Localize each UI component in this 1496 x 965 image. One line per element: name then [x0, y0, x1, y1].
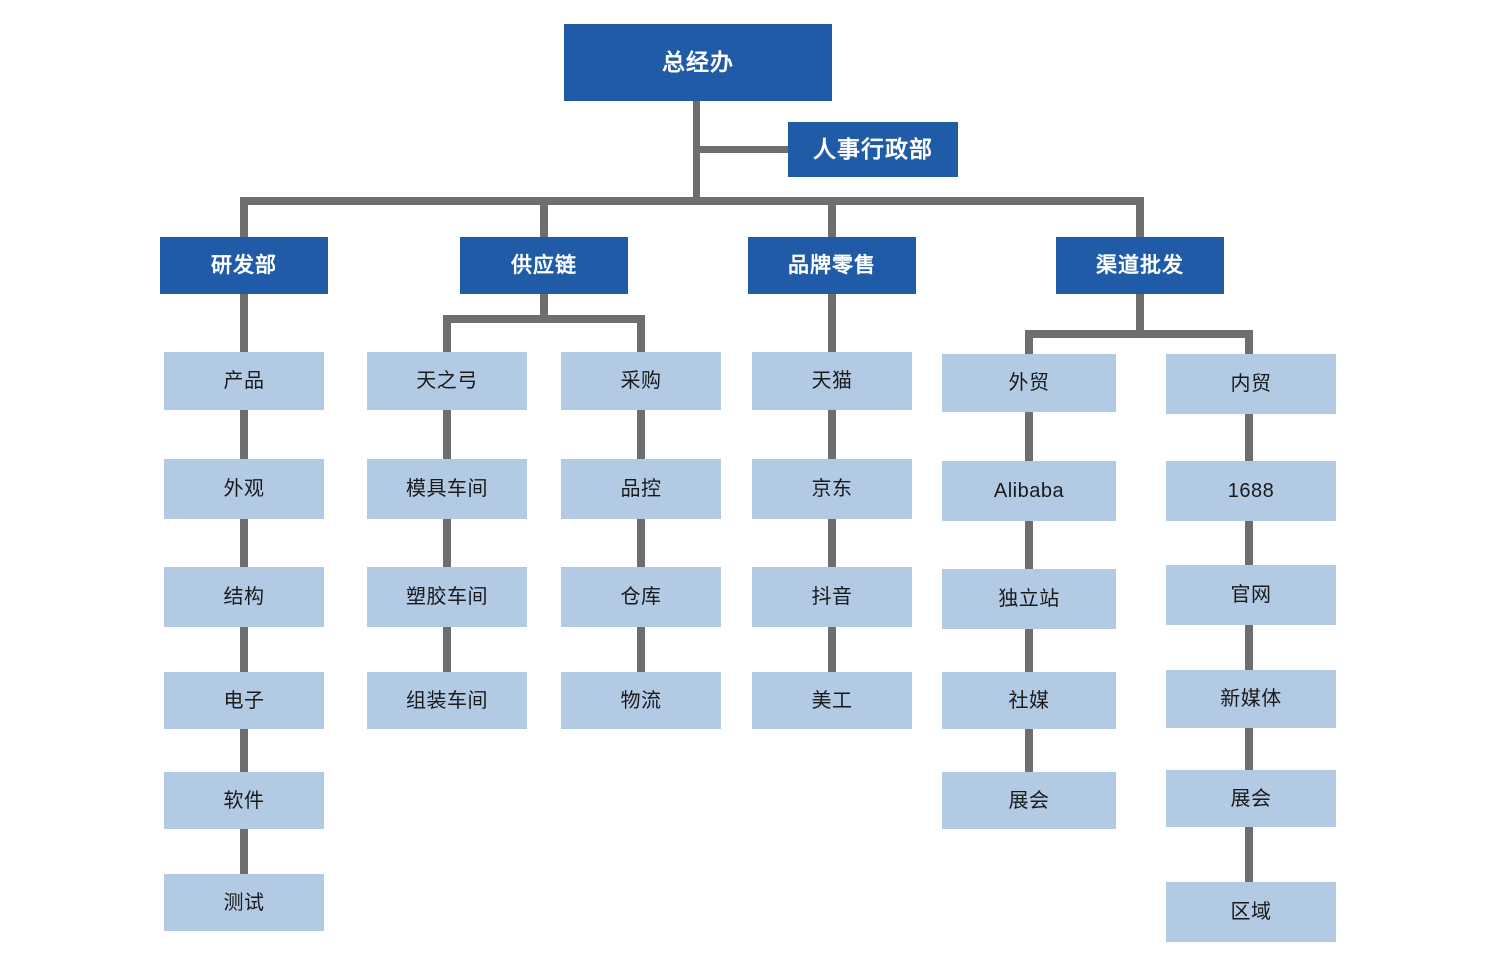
node-c6-4[interactable]: 展会 — [1166, 770, 1336, 827]
connector-bus-to-div1 — [240, 197, 248, 237]
connector-c6-4 — [1245, 728, 1253, 772]
node-c5-3[interactable]: 社媒 — [942, 672, 1116, 729]
connector-c5-4 — [1025, 728, 1033, 774]
connector-c4-3 — [828, 626, 836, 674]
connector-division-bus — [240, 197, 1143, 205]
node-c4-3[interactable]: 美工 — [752, 672, 912, 729]
node-division-brand-retail[interactable]: 品牌零售 — [748, 237, 916, 294]
node-division-rd[interactable]: 研发部 — [160, 237, 328, 294]
node-c2-0[interactable]: 天之弓 — [367, 352, 527, 410]
node-c6-0[interactable]: 内贸 — [1166, 354, 1336, 414]
node-c5-4[interactable]: 展会 — [942, 772, 1116, 829]
connector-c3-1 — [637, 410, 645, 460]
connector-c6-1 — [1245, 412, 1253, 462]
connector-c4-1 — [828, 410, 836, 460]
node-c3-1[interactable]: 品控 — [561, 459, 721, 519]
connector-div1-to-col1 — [240, 294, 248, 352]
node-c1-0[interactable]: 产品 — [164, 352, 324, 410]
node-staff[interactable]: 人事行政部 — [788, 122, 958, 177]
connector-c5-1 — [1025, 412, 1033, 462]
connector-div4-stem — [1136, 294, 1144, 338]
node-c1-2[interactable]: 结构 — [164, 567, 324, 627]
node-c6-5[interactable]: 区域 — [1166, 882, 1336, 942]
connector-c2-2 — [443, 518, 451, 568]
connector-div4-bus — [1025, 330, 1253, 338]
node-c4-1[interactable]: 京东 — [752, 459, 912, 519]
connector-bus-to-div2 — [540, 197, 548, 237]
connector-bus-to-div3 — [828, 197, 836, 237]
node-c5-2[interactable]: 独立站 — [942, 569, 1116, 629]
connector-c5-3 — [1025, 628, 1033, 674]
connector-div3-to-col4 — [828, 294, 836, 352]
node-c6-1[interactable]: 1688 — [1166, 461, 1336, 521]
connector-div4-to-col5 — [1025, 330, 1033, 354]
connector-c6-5 — [1245, 826, 1253, 884]
node-c3-2[interactable]: 仓库 — [561, 567, 721, 627]
connector-c1-5 — [240, 828, 248, 876]
connector-c2-3 — [443, 626, 451, 674]
node-division-channel-wholesale[interactable]: 渠道批发 — [1056, 237, 1224, 294]
node-c1-4[interactable]: 软件 — [164, 772, 324, 829]
connector-c5-2 — [1025, 520, 1033, 570]
connector-c1-2 — [240, 518, 248, 568]
node-c1-5[interactable]: 测试 — [164, 874, 324, 931]
connector-div4-to-col6 — [1245, 330, 1253, 354]
connector-bus-to-div4 — [1136, 197, 1144, 237]
connector-div2-to-col2 — [443, 315, 451, 352]
connector-c3-3 — [637, 626, 645, 674]
node-c4-2[interactable]: 抖音 — [752, 567, 912, 627]
connector-c1-4 — [240, 728, 248, 774]
node-c1-3[interactable]: 电子 — [164, 672, 324, 729]
connector-c2-1 — [443, 410, 451, 460]
node-c6-2[interactable]: 官网 — [1166, 565, 1336, 625]
connector-c1-1 — [240, 410, 248, 460]
connector-c4-2 — [828, 518, 836, 568]
node-c5-0[interactable]: 外贸 — [942, 354, 1116, 412]
connector-div2-stem — [540, 294, 548, 322]
node-c1-1[interactable]: 外观 — [164, 459, 324, 519]
node-c3-0[interactable]: 采购 — [561, 352, 721, 410]
connector-c3-2 — [637, 518, 645, 568]
node-c2-1[interactable]: 模具车间 — [367, 459, 527, 519]
connector-div2-to-col3 — [637, 315, 645, 352]
connector-c6-2 — [1245, 520, 1253, 566]
connector-c6-3 — [1245, 624, 1253, 672]
node-division-supply-chain[interactable]: 供应链 — [460, 237, 628, 294]
node-root[interactable]: 总经办 — [564, 24, 832, 101]
connector-root-to-staff — [693, 146, 788, 153]
node-c5-1[interactable]: Alibaba — [942, 461, 1116, 521]
connector-c1-3 — [240, 626, 248, 674]
node-c2-2[interactable]: 塑胶车间 — [367, 567, 527, 627]
node-c6-3[interactable]: 新媒体 — [1166, 670, 1336, 728]
node-c3-3[interactable]: 物流 — [561, 672, 721, 729]
node-c4-0[interactable]: 天猫 — [752, 352, 912, 410]
node-c2-3[interactable]: 组装车间 — [367, 672, 527, 729]
connector-div2-bus — [443, 315, 645, 323]
